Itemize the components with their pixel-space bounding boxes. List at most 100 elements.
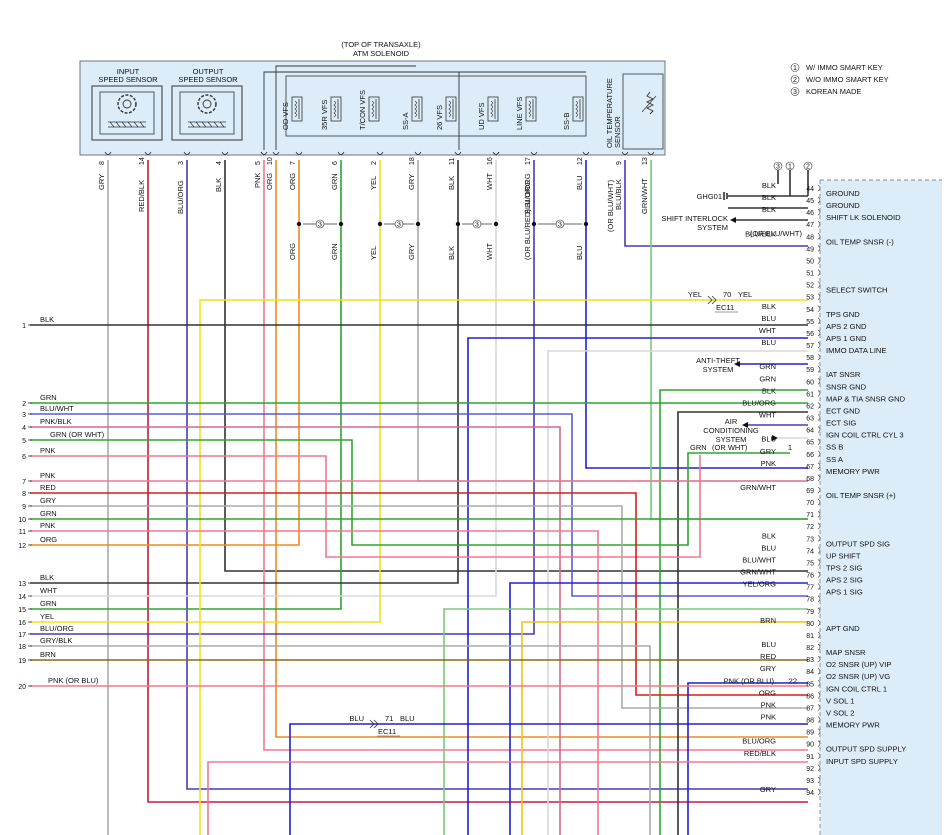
wht-16-wire <box>30 160 497 597</box>
pcm-pin-number: 47 <box>806 222 814 229</box>
pcm-pin-number: 44 <box>806 186 814 193</box>
pcm-pin-function: IGN COIL CTRL CYL 3 <box>826 431 904 440</box>
up-shift-wire <box>509 582 808 835</box>
pcm-pin-number: 61 <box>806 391 814 398</box>
pcm-pin-number: 60 <box>806 379 814 386</box>
ec11-pin: 71 <box>385 714 393 723</box>
splice-wire-color: (OR BLU/RED) BLU/ORG <box>523 173 532 260</box>
pcm-terminal-icon <box>817 365 821 373</box>
pcm-wire-color: RED <box>760 652 776 661</box>
pcm-wire-color: BLU <box>761 314 776 323</box>
solenoid-winding-icon <box>414 100 417 118</box>
connector-terminal-icon <box>144 151 152 155</box>
solenoid-winding-icon <box>448 100 451 118</box>
ec11-pin: 70 <box>723 290 731 299</box>
left-wire-color: RED <box>40 483 56 492</box>
pcm-terminal-icon <box>817 414 821 421</box>
pcm-terminal-icon <box>817 571 821 578</box>
splice-dot <box>296 221 302 227</box>
v-sol-2-wire <box>263 160 808 751</box>
legend-marker-1 <box>790 63 800 72</box>
pcm-pin-number: 73 <box>806 536 814 543</box>
solenoid-label-ud-vfs: UD VFS <box>477 102 486 130</box>
grn-6-wire <box>30 160 342 610</box>
pcm-pin-number: 45 <box>806 198 814 205</box>
pnk-6-wire <box>30 455 701 558</box>
tps-2-sig-wire <box>30 413 808 597</box>
pcm-terminal-icon <box>817 317 821 325</box>
connector-pin-number: 8 <box>99 161 106 165</box>
pcm-terminal-icon <box>817 486 821 494</box>
connector-terminal-icon <box>260 151 268 155</box>
pcm-wire-color: BLU/WHT <box>742 555 776 564</box>
legend-marker-3 <box>790 87 800 96</box>
pcm-pin-number: 86 <box>806 693 814 700</box>
connector-terminal-icon <box>221 151 229 155</box>
pcm-pin-number: 59 <box>806 367 814 374</box>
pcm-pin-number: 46 <box>806 210 814 217</box>
aircon-wire-alt: (OR WHT) <box>712 443 748 452</box>
solenoid-label-line-vfs: LINE VFS <box>515 97 524 130</box>
pcm-terminal-icon <box>817 522 821 530</box>
legend-text: W/ IMMO SMART KEY <box>806 63 883 72</box>
connector-pin-number: 7 <box>290 161 297 165</box>
pcm-terminal-icon <box>817 378 821 385</box>
pcm-terminal-icon <box>817 728 821 735</box>
connector-wire-color: BLK <box>447 176 456 190</box>
splice-dot <box>531 221 537 227</box>
pcm-pin-function: GROUND <box>826 189 860 198</box>
connector-terminal-icon <box>376 151 384 155</box>
ground-wire <box>728 195 808 209</box>
connector-wire-color: BLU/ORG <box>176 180 185 214</box>
pcm-terminal-icon <box>817 305 821 313</box>
left-pin-number: 18 <box>18 644 26 651</box>
pcm-terminal-icon <box>817 704 821 711</box>
left-wire-color: ORG <box>40 535 57 544</box>
pcm-pin-function: O2 SNSR (UP) VG <box>826 672 890 681</box>
pcm-terminal-icon <box>817 680 821 687</box>
pcm-pin-number: 80 <box>806 621 814 628</box>
pcm-terminal-icon <box>817 208 821 216</box>
pcm-terminal-icon <box>817 329 821 337</box>
splice-dot <box>583 221 589 227</box>
left-wire-color: BLU/WHT <box>40 404 74 413</box>
select-switch-wire <box>199 299 808 835</box>
connector-wire-color: PNK <box>253 173 262 188</box>
o2-vg-wire <box>30 505 808 709</box>
pcm-terminal-icon <box>817 788 821 796</box>
connector-terminal-icon <box>272 151 280 155</box>
ec11-wire-color: BLU <box>349 714 364 723</box>
left-pin-number: 13 <box>18 581 26 588</box>
pcm-pin-function: SNSR GND <box>826 382 867 391</box>
connector-terminal-icon <box>295 151 303 155</box>
pcm-pin-function: MAP SNSR <box>826 648 866 657</box>
pcm-pin-function: APS 1 SIG <box>826 588 863 597</box>
blk-11-wire <box>30 160 459 584</box>
solenoid-bus <box>263 65 586 150</box>
korean-made-marker <box>472 219 482 229</box>
left-pin-number: 2 <box>22 401 26 408</box>
connector-break-icon <box>369 719 379 729</box>
pcm-terminal-icon <box>817 559 821 566</box>
pcm-pin-number: 70 <box>806 500 814 507</box>
aircon-wire-color: GRN <box>690 443 707 452</box>
splice-dot <box>415 221 421 227</box>
pcm-wire-color: BLK <box>762 386 776 395</box>
iat-snsr-wire <box>659 389 808 835</box>
output-spd-sig-wire <box>224 160 808 572</box>
pcm-pin-function: V SOL 1 <box>826 696 854 705</box>
pcm-splice-number: 22 <box>789 676 797 685</box>
pcm-terminal-icon <box>817 498 821 506</box>
left-pin-number: 8 <box>22 491 26 498</box>
pcm-wire-color: BLU <box>761 543 776 552</box>
ec11-connector-id: EC11 <box>716 303 734 312</box>
pcm-wire-color: GRN/WHT <box>740 483 776 492</box>
pcm-pin-function: INPUT SPD SUPPLY <box>826 757 898 766</box>
pcm-wire-color: BLU/BLK <box>745 229 776 238</box>
pcm-terminal-icon <box>817 474 821 482</box>
transaxle-panel <box>79 60 666 156</box>
connector-terminal-icon <box>414 151 422 155</box>
pcm-wire-color: PNK <box>761 459 776 468</box>
solenoid-winding-icon <box>333 100 336 118</box>
